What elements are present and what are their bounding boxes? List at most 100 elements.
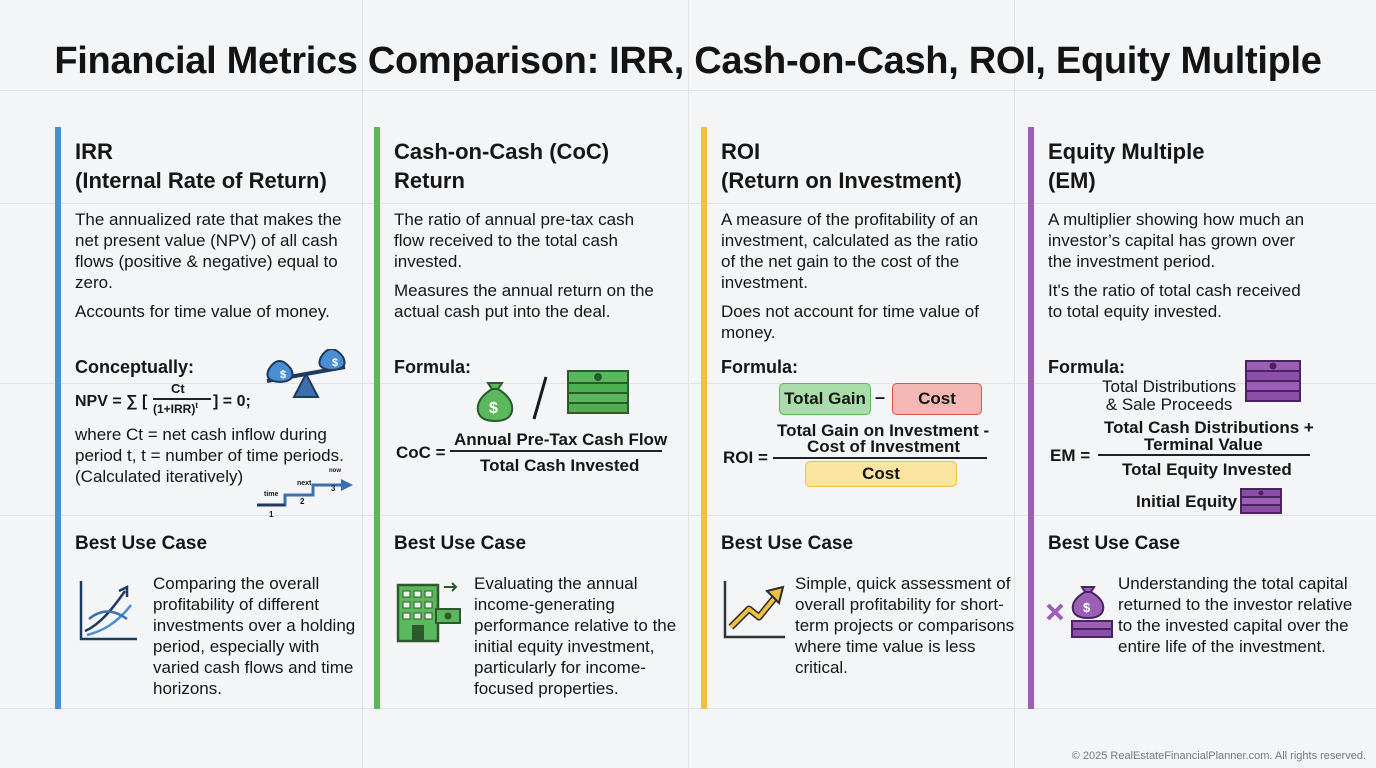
- irr-column: IRR (Internal Rate of Return) The annual…: [55, 127, 355, 709]
- grid-line: [688, 0, 689, 768]
- roi-accent-bar: [701, 127, 707, 709]
- timeline-label-time: time: [264, 491, 279, 498]
- irr-description: The annualized rate that makes the net p…: [75, 209, 365, 322]
- coc-fraction-line: [450, 450, 662, 452]
- em-distributions-label: Total Distributions & Sale Proceeds: [1102, 378, 1236, 414]
- timeline-label-next: next: [297, 480, 312, 487]
- em-heading-line2: (EM): [1048, 168, 1096, 193]
- roi-description: A measure of the profitability of an inv…: [721, 209, 996, 343]
- roi-desc-2: Does not account for time value of money…: [721, 302, 979, 342]
- divide-slash-icon: [532, 376, 548, 420]
- irr-heading-line2: (Internal Rate of Return): [75, 168, 327, 193]
- small-cash-stack-icon: [1240, 488, 1282, 514]
- irr-den-text: (1+IRR): [153, 402, 196, 416]
- grid-line: [362, 0, 363, 768]
- svg-text:$: $: [489, 400, 498, 417]
- coc-formula-numerator: Annual Pre-Tax Cash Flow: [454, 430, 668, 449]
- em-dist-line1: Total Distributions: [1102, 377, 1237, 396]
- irr-best-use-text: Comparing the overall profitability of d…: [153, 574, 356, 698]
- svg-text:$: $: [280, 369, 286, 381]
- page-title: Financial Metrics Comparison: IRR, Cash-…: [54, 40, 1322, 82]
- roi-formula-label: Formula:: [721, 357, 799, 377]
- irr-desc-1: The annualized rate that makes the net p…: [75, 210, 342, 292]
- roi-heading-line2: (Return on Investment): [721, 168, 962, 193]
- coc-formula-label: Formula:: [394, 357, 472, 377]
- coc-description: The ratio of annual pre-tax cash flow re…: [394, 209, 664, 322]
- irr-heading: IRR (Internal Rate of Return): [75, 137, 365, 195]
- grid-line: [0, 383, 1376, 384]
- em-desc-2: It's the ratio of total cash received to…: [1048, 281, 1301, 321]
- em-heading: Equity Multiple (EM): [1048, 137, 1338, 195]
- purple-cash-stack-icon: [1245, 360, 1301, 402]
- initial-equity-label: Initial Equity: [1136, 492, 1238, 511]
- irr-conceptually-label: Conceptually:: [75, 357, 195, 377]
- roi-formula-lhs: ROI =: [723, 448, 768, 467]
- grid-line: [1014, 0, 1015, 768]
- em-best-use-text: Understanding the total capital returned…: [1118, 574, 1353, 656]
- irr-where-text: where Ct = net cash inflow during period…: [75, 425, 344, 486]
- em-formula-label: Formula:: [1048, 357, 1126, 377]
- em-column: Equity Multiple (EM) A multiplier showin…: [1028, 127, 1352, 709]
- em-desc-1: A multiplier showing how much an investo…: [1048, 210, 1305, 271]
- em-dist-line2: & Sale Proceeds: [1105, 395, 1233, 414]
- coc-heading: Cash-on-Cash (CoC) Return: [394, 137, 684, 195]
- grid-line: [0, 708, 1376, 709]
- trending-up-arrow-icon: [723, 581, 785, 639]
- em-heading-line1: Equity Multiple: [1048, 139, 1205, 164]
- em-fraction-line: [1098, 454, 1310, 456]
- roi-desc-1: A measure of the profitability of an inv…: [721, 210, 979, 292]
- irr-den-exponent: t: [195, 401, 199, 410]
- timeline-label-now: now: [329, 468, 341, 474]
- timeline-step-3: 3: [331, 484, 336, 493]
- em-accent-bar: [1028, 127, 1034, 709]
- svg-text:$: $: [332, 357, 338, 369]
- money-bag-icon: $: [476, 382, 514, 423]
- em-formula-numerator-1: Total Cash Distributions +: [1104, 418, 1314, 437]
- roi-heading: ROI (Return on Investment): [721, 137, 1011, 195]
- coc-heading-line1: Cash-on-Cash (CoC): [394, 139, 610, 164]
- irr-formula-numerator: Ct: [171, 381, 185, 396]
- irr-heading-line1: IRR: [75, 139, 113, 164]
- irr-best-use-title: Best Use Case: [75, 533, 208, 554]
- em-description: A multiplier showing how much an investo…: [1048, 209, 1310, 322]
- cash-stack-icon: [567, 370, 629, 414]
- copyright-footer: © 2025 RealEstateFinancialPlanner.com. A…: [1071, 750, 1366, 762]
- coc-accent-bar: [374, 127, 380, 709]
- irr-formula-suffix: ] = 0;: [213, 393, 251, 410]
- irr-formula-denominator: (1+IRR)t: [153, 401, 198, 416]
- timeline-step-1: 1: [269, 510, 274, 519]
- roi-best-use-text: Simple, quick assessment of overall prof…: [795, 574, 1015, 677]
- roi-best-use-title: Best Use Case: [721, 533, 854, 554]
- timeline-step-2: 2: [300, 497, 305, 506]
- em-formula-numerator-2: Terminal Value: [1144, 435, 1263, 454]
- coc-heading-line2: Return: [394, 168, 465, 193]
- roi-column: ROI (Return on Investment) A measure of …: [701, 127, 1014, 709]
- irr-desc-2: Accounts for time value of money.: [75, 302, 330, 321]
- minus-sign: –: [875, 387, 886, 407]
- em-formula-lhs: EM =: [1050, 446, 1091, 465]
- balance-scale-icon: $ $: [266, 349, 346, 398]
- svg-text:$: $: [1083, 600, 1091, 615]
- grid-line: [0, 203, 1376, 204]
- coc-desc-1: The ratio of annual pre-tax cash flow re…: [394, 210, 635, 271]
- em-best-use-title: Best Use Case: [1048, 533, 1181, 554]
- timeline-steps-icon: [257, 479, 353, 507]
- irr-accent-bar: [55, 127, 61, 709]
- coc-column: Cash-on-Cash (CoC) Return The ratio of a…: [374, 127, 676, 709]
- roi-formula-numerator-1: Total Gain on Investment -: [777, 421, 990, 440]
- coc-desc-2: Measures the annual return on the actual…: [394, 281, 654, 321]
- roi-formula-numerator-2: Cost of Investment: [807, 437, 961, 456]
- cost-chip: Cost: [892, 383, 982, 415]
- em-formula-denominator: Total Equity Invested: [1122, 460, 1292, 479]
- building-cash-icon: [396, 582, 461, 643]
- irr-fraction-line: [153, 398, 211, 400]
- growth-chart-icon: [79, 581, 137, 641]
- coc-formula-lhs: CoC =: [396, 443, 446, 462]
- grid-line: [0, 515, 1376, 516]
- multiplier-money-icon: $: [1046, 586, 1113, 638]
- roi-heading-line1: ROI: [721, 139, 761, 164]
- coc-best-use-title: Best Use Case: [394, 533, 527, 554]
- roi-fraction-line: [773, 457, 987, 459]
- coc-best-use-text: Evaluating the annual income-generating …: [474, 574, 677, 698]
- grid-line: [0, 90, 1376, 91]
